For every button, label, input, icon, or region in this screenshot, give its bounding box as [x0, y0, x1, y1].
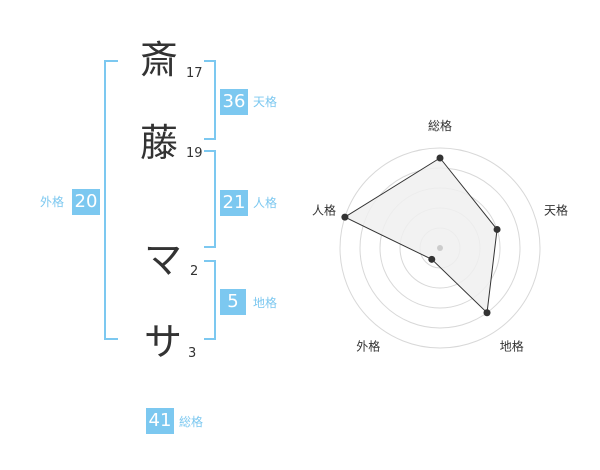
radar-point-1 — [436, 154, 444, 162]
jinkaku-bracket — [204, 150, 216, 248]
radar-axis-label-4: 外格 — [356, 339, 380, 354]
radar-point-3 — [483, 309, 491, 317]
tenkaku-value: 36 — [220, 89, 248, 115]
jinkaku-value: 21 — [220, 190, 248, 216]
radar-axis-label-1: 総格 — [428, 118, 452, 133]
gaikaku-bracket — [104, 60, 118, 340]
radar-axis-label-2: 天格 — [544, 202, 568, 217]
name-char-4: サ — [144, 320, 183, 364]
radar-axis-label-3: 地格 — [500, 339, 524, 354]
tenkaku-bracket — [204, 60, 216, 140]
chikaku-value: 5 — [220, 289, 246, 315]
tenkaku-label: 天格 — [253, 95, 278, 109]
radar-point-5 — [341, 213, 349, 221]
stroke-count-2: 19 — [186, 146, 203, 161]
radar-point-4 — [428, 255, 436, 263]
jinkaku-label: 人格 — [253, 196, 278, 210]
radar-axis-label-5: 人格 — [312, 202, 336, 217]
radar-center-dot — [437, 245, 443, 251]
name-char-3: マ — [144, 238, 183, 282]
stroke-count-4: 3 — [188, 346, 197, 361]
stroke-count-1: 17 — [186, 66, 203, 81]
radar-series-polygon — [343, 157, 498, 314]
gaikaku-label: 外格 — [40, 195, 65, 209]
gaikaku-value: 20 — [72, 189, 100, 215]
chikaku-bracket — [204, 260, 216, 340]
name-char-1: 斎 — [140, 38, 179, 82]
chikaku-label: 地格 — [253, 296, 278, 310]
soukaku-label: 総格 — [179, 415, 204, 429]
radar-point-2 — [493, 225, 501, 233]
name-char-2: 藤 — [140, 121, 179, 165]
stroke-count-3: 2 — [190, 264, 199, 279]
soukaku-value: 41 — [146, 408, 174, 434]
